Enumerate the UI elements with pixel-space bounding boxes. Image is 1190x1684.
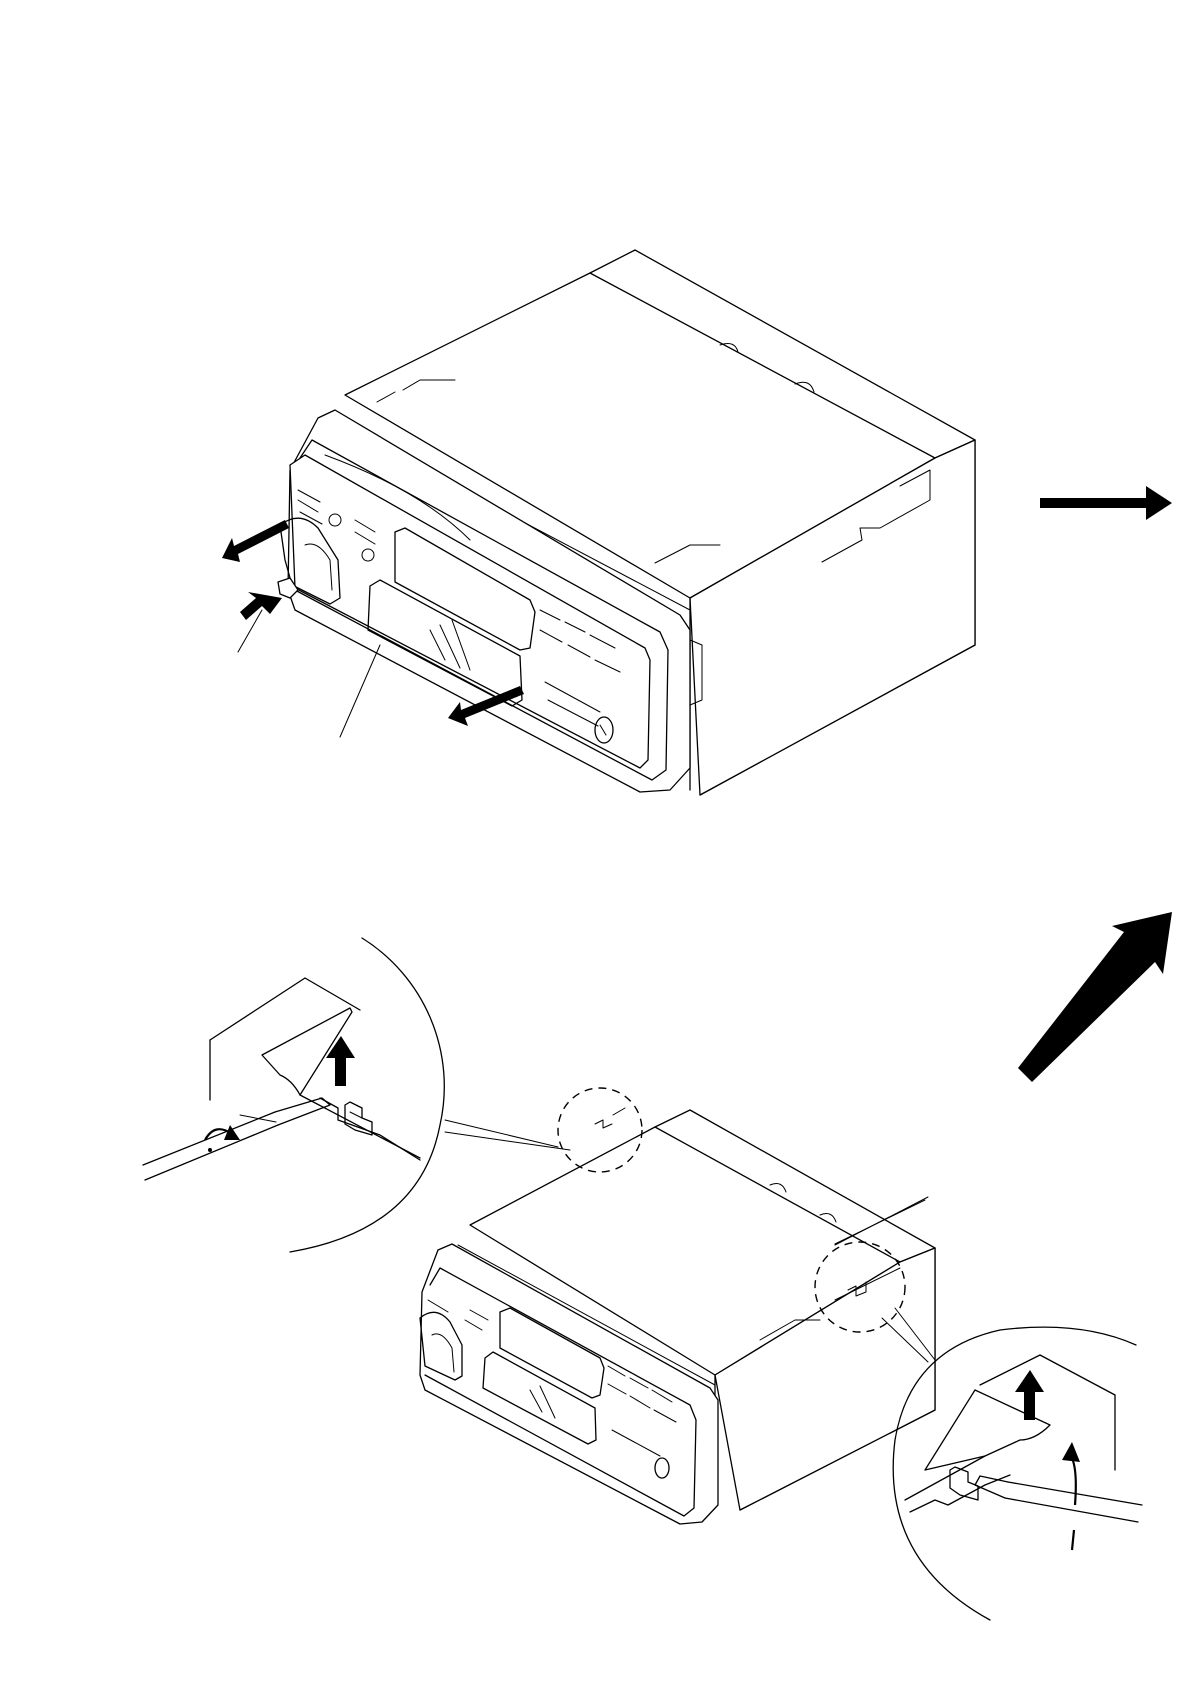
unit-bottom xyxy=(420,1088,935,1524)
flow-arrow-right-icon xyxy=(1040,486,1172,520)
twist-arrow-right-icon xyxy=(1070,1455,1076,1505)
magnifier-circle-icon xyxy=(290,938,444,1252)
magnifier-right xyxy=(882,1308,1142,1620)
pull-arrow-left-icon xyxy=(222,520,289,562)
leader-line-cover xyxy=(835,1197,928,1245)
flow-arrow-diagonal-icon xyxy=(1018,912,1172,1082)
leader-line-front-panel xyxy=(340,645,380,737)
unit-top xyxy=(222,250,975,795)
push-arrow-release-icon xyxy=(240,592,282,620)
magnifier-left xyxy=(143,938,570,1252)
